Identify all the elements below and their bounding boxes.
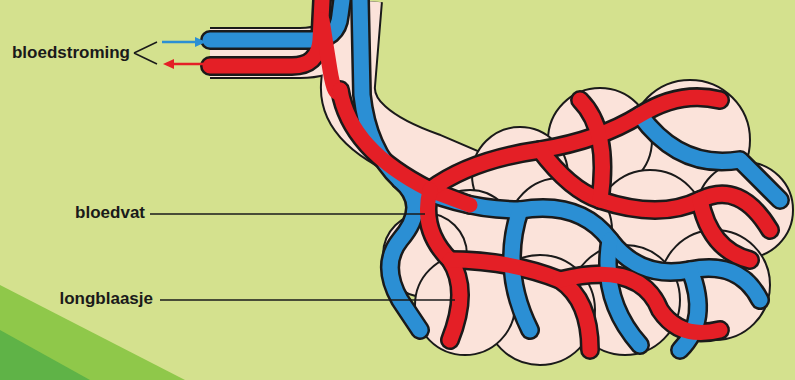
flow-arrow-out <box>163 59 206 69</box>
flow-label: bloedstroming <box>12 43 130 63</box>
corner-band <box>0 285 185 380</box>
part-label: longblaasje <box>59 289 153 309</box>
red-vessel <box>210 0 770 350</box>
blue-vessel <box>210 0 780 350</box>
corner-band <box>0 330 90 380</box>
vessel-outline <box>210 0 780 350</box>
alveoli <box>383 80 793 365</box>
bracket <box>134 42 157 64</box>
leader-line <box>150 213 425 215</box>
flow-arrow-in <box>162 37 206 47</box>
part-label: bloedvat <box>75 203 145 223</box>
leader-line <box>160 299 455 301</box>
